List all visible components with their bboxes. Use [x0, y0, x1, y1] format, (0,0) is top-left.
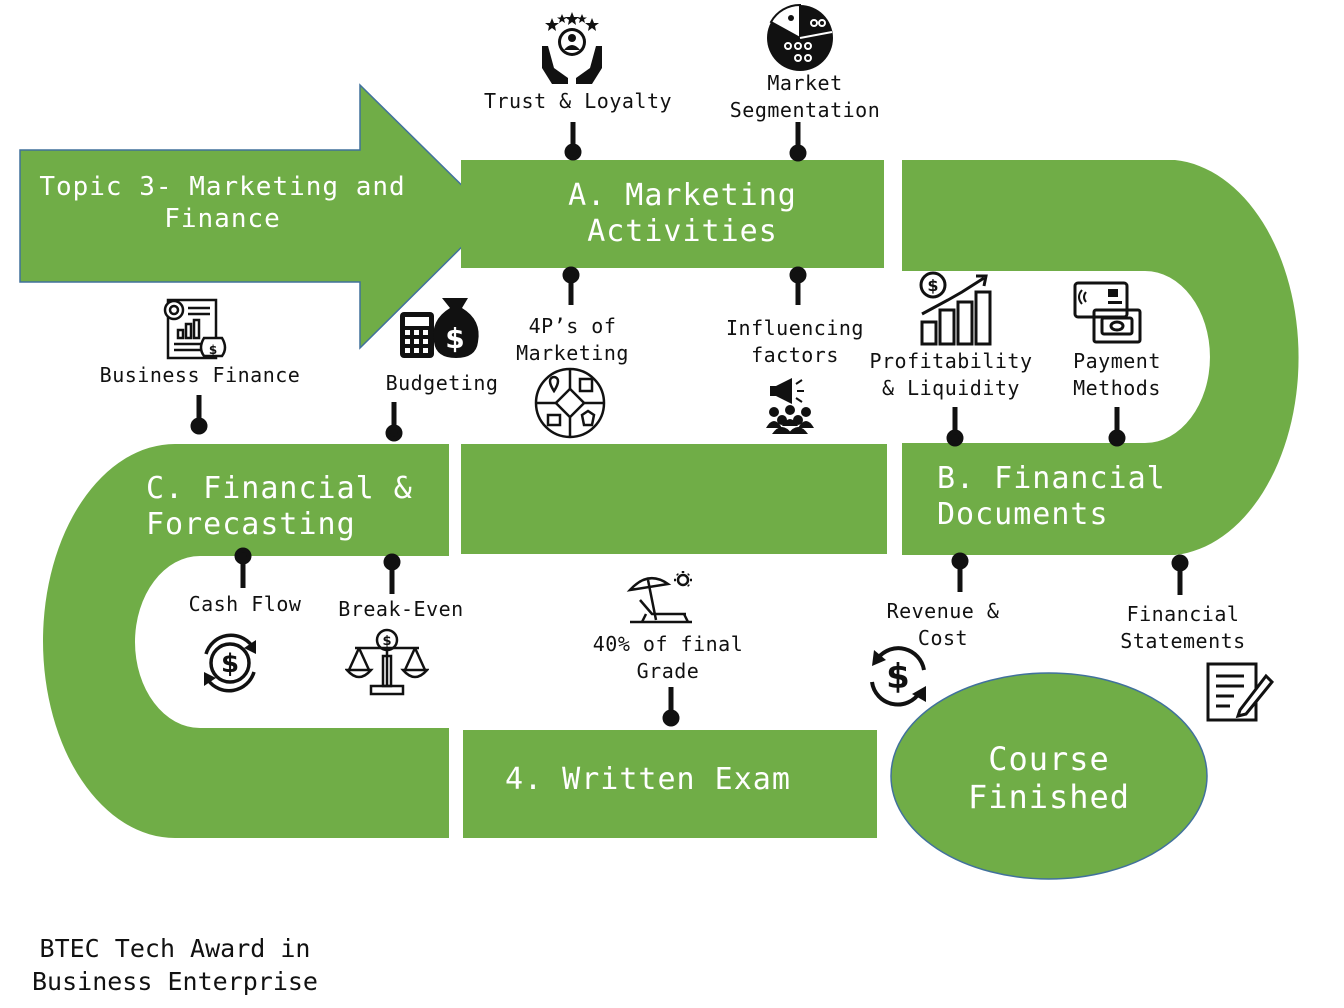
right-curve-shape: [902, 160, 1299, 555]
label-revenue-cost: Revenue & Cost: [886, 599, 1000, 650]
svg-text:$: $: [209, 343, 217, 357]
audience-pie-icon: [767, 4, 833, 71]
hands-with-person-stars-icon: [542, 12, 602, 84]
dollar-refresh-icon: $: [870, 646, 926, 707]
label-influencing: Influencing factors: [726, 316, 864, 367]
pin-influencing: [789, 266, 807, 305]
pin-profitability: [946, 407, 964, 447]
label-4ps: 4P’s of Marketing: [516, 314, 629, 365]
pin-trust: [564, 122, 582, 161]
pin-business-finance: [190, 395, 208, 435]
label-cash-flow: Cash Flow: [188, 592, 302, 616]
svg-text:$: $: [927, 276, 938, 295]
finish-title: Course Finished: [967, 740, 1131, 816]
pin-break-even: [383, 553, 401, 594]
finish-ellipse: [890, 672, 1208, 880]
marketing-mix-circle-icon: [534, 367, 606, 439]
label-market-segmentation: Market Segmentation: [729, 71, 881, 122]
svg-text:$: $: [886, 657, 910, 697]
megaphone-audience-icon: [766, 378, 814, 434]
label-trust-loyalty: Trust & Loyalty: [483, 89, 673, 113]
pin-4ps: [562, 266, 580, 305]
label-profitability: Profitability & Liquidity: [869, 349, 1033, 400]
pin-budgeting: [385, 402, 403, 442]
exam-band: [463, 730, 877, 838]
topic-arrow-shape: [19, 83, 495, 350]
section-a-title: A. Marketing Activities: [568, 178, 797, 249]
svg-text:$: $: [445, 322, 464, 355]
growth-bar-chart-icon: $: [919, 271, 992, 346]
svg-text:$: $: [221, 649, 239, 679]
pin-payment: [1108, 407, 1126, 447]
finance-report-icon: $: [163, 298, 227, 360]
middle-band: [461, 444, 887, 554]
balance-scale-icon: $: [345, 628, 429, 696]
pin-cash-flow: [234, 547, 252, 588]
label-business-finance: Business Finance: [99, 363, 301, 387]
course-footer: BTEC Tech Award in Business Enterprise: [32, 934, 318, 996]
section-c-title: C. Financial & Forecasting: [146, 471, 413, 542]
pin-revenue: [951, 552, 969, 592]
left-curve-shape: [43, 444, 449, 838]
pin-statements: [1171, 554, 1189, 595]
pin-segmentation: [789, 122, 807, 162]
label-exam-weight: 40% of final Grade: [592, 632, 744, 683]
topic-title: Topic 3- Marketing and Finance: [39, 172, 406, 234]
exam-title: 4. Written Exam: [505, 762, 791, 797]
label-financial-statements: Financial Statements: [1120, 602, 1246, 653]
label-break-even: Break-Even: [338, 597, 464, 621]
section-a-block: [461, 160, 884, 268]
document-pen-icon: [1206, 662, 1274, 722]
svg-text:$: $: [382, 634, 391, 649]
label-payment: Payment Methods: [1073, 349, 1161, 400]
dollar-cycle-icon: $: [204, 633, 256, 693]
label-budgeting: Budgeting: [385, 371, 499, 395]
section-b-title: B. Financial Documents: [937, 461, 1166, 532]
pin-exam: [662, 687, 680, 727]
beach-chair-icon: [626, 571, 692, 624]
card-and-cash-icon: [1073, 281, 1142, 344]
calculator-money-bag-icon: $: [400, 298, 479, 358]
